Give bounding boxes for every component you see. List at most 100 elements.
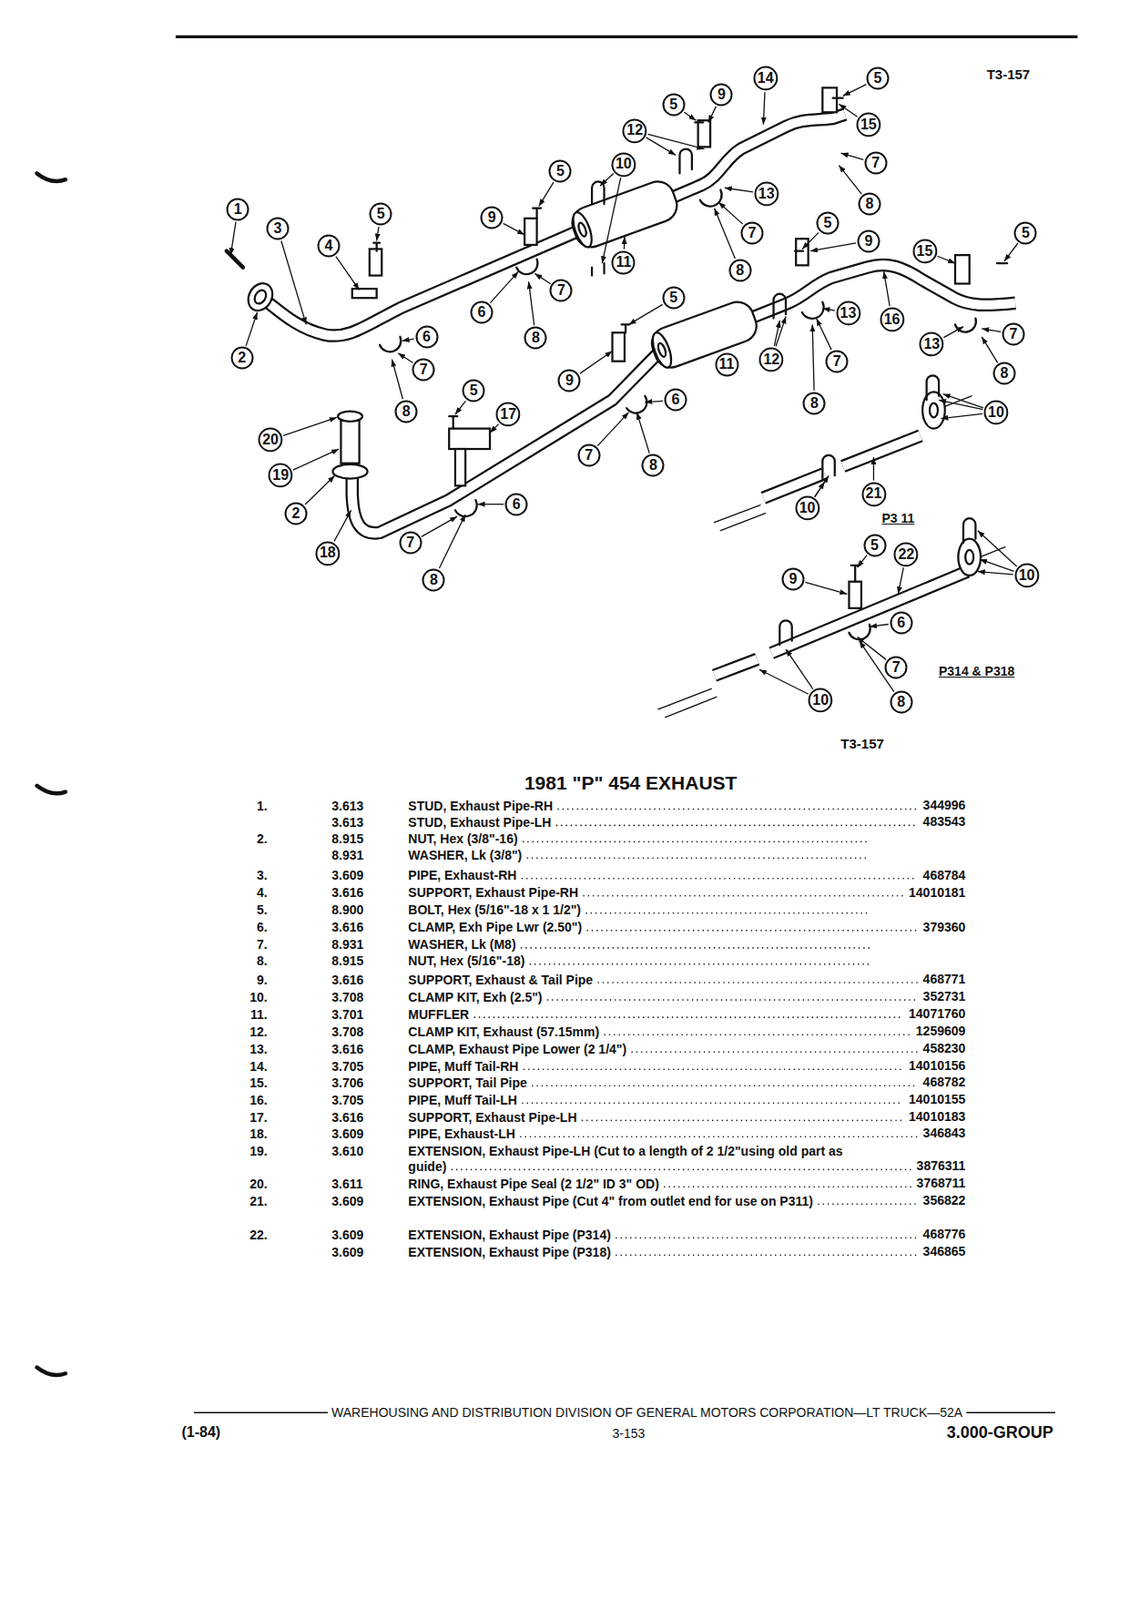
callout-circle: 2 — [230, 346, 255, 370]
callout-ring — [857, 230, 879, 252]
leader-line — [281, 240, 306, 325]
callout-ring — [826, 350, 848, 372]
callout-circle: 21 — [861, 481, 887, 508]
part-description: SUPPORT, Exhaust Pipe-RH — [407, 885, 845, 901]
callout-number: 10 — [799, 500, 816, 516]
part-number: 352731 — [923, 988, 967, 1005]
callout-number: 1 — [234, 202, 243, 217]
callout-ring — [317, 235, 339, 257]
part-description: EXTENSION, Exhaust Pipe (Cut 4" from out… — [407, 1193, 845, 1210]
callout-number: 9 — [488, 210, 497, 225]
part-description: CLAMP, Exh Pipe Lwr (2.50") — [407, 919, 845, 936]
callout-circle: 8 — [857, 192, 882, 216]
part-number: 379360 — [923, 919, 967, 936]
item-number: 16. — [249, 1092, 267, 1109]
callout-ring — [865, 152, 886, 174]
dot-leader — [818, 1202, 918, 1205]
leader-line — [391, 359, 403, 400]
leader-line — [816, 318, 832, 350]
group-code: 8.915 — [331, 831, 364, 847]
callout-circle: 13 — [835, 300, 862, 326]
leader-line — [580, 351, 613, 375]
leader-line — [636, 412, 650, 454]
part-description: NUT, Hex (5/16"-18) — [407, 953, 845, 969]
leader-line — [718, 202, 744, 224]
leader-line — [503, 223, 526, 235]
item-number: 17. — [249, 1109, 267, 1126]
callout-ring — [920, 332, 944, 356]
leader-line — [335, 256, 360, 291]
leader-line — [623, 236, 626, 250]
callout-number: 7 — [871, 155, 880, 171]
dot-leader — [520, 1135, 918, 1138]
footer-date: (1-84) — [182, 1424, 222, 1441]
leader-line — [601, 177, 621, 264]
callout-ring — [795, 497, 819, 520]
leader-line — [230, 222, 236, 256]
callout-number: 11 — [719, 356, 735, 372]
dot-leader — [521, 877, 917, 880]
callout-circle: 8 — [421, 568, 446, 592]
item-number: 18. — [249, 1126, 267, 1142]
callout-number: 2 — [292, 506, 301, 521]
group-code: 3.706 — [331, 1075, 364, 1091]
callout-ring — [782, 568, 804, 590]
callout-number: 5 — [556, 163, 565, 179]
callout-circle: 8 — [992, 361, 1017, 386]
figure-code: T3-157 — [840, 735, 885, 752]
callout-number: 9 — [788, 571, 797, 587]
callout-circle: 10 — [983, 399, 1009, 426]
leader-line — [979, 559, 1014, 571]
callout-number: 10 — [1018, 568, 1036, 583]
callout-number: 14 — [757, 71, 774, 86]
callout-number: 5 — [870, 538, 879, 553]
leader-line — [305, 475, 336, 505]
item-number: 14. — [249, 1058, 267, 1075]
callout-circle: 10 — [807, 687, 834, 713]
item-number: 21. — [249, 1193, 267, 1210]
dot-leader — [583, 895, 904, 897]
callout-number: 6 — [512, 497, 521, 512]
callout-ring — [711, 84, 733, 106]
callout-number: 8 — [865, 196, 875, 212]
model-label: P3 11 — [881, 510, 915, 526]
callout-number: 6 — [671, 392, 681, 408]
dot-leader — [586, 912, 870, 915]
callout-circle: 9 — [781, 567, 805, 591]
group-code: 3.616 — [331, 1041, 364, 1058]
callout-ring — [413, 358, 435, 380]
callout-number: 10 — [812, 692, 829, 708]
leader-line — [857, 555, 867, 569]
part-description: CLAMP, Exhaust Pipe Lower (2 1/4") — [407, 1041, 845, 1058]
callout-ring — [559, 370, 581, 392]
part-description: CLAMP KIT, Exhaust (57.15mm) — [407, 1024, 845, 1040]
leader-line — [648, 133, 705, 149]
group-code: 3.705 — [331, 1092, 364, 1109]
part-description: STUD, Exhaust Pipe-LH — [407, 814, 845, 831]
callout-ring — [890, 692, 912, 713]
callout-circle: 7 — [864, 151, 888, 175]
callout-number: 6 — [896, 615, 906, 631]
leader-line — [936, 255, 956, 264]
part-description: EXTENSION, Exhaust Pipe-LH (Cut to a len… — [407, 1143, 845, 1175]
callout-circle: 17 — [495, 401, 521, 428]
item-number: 9. — [256, 972, 268, 988]
part-description: PIPE, Muff Tail-RH — [407, 1058, 845, 1075]
callout-ring — [760, 347, 784, 371]
callout-number: 4 — [324, 238, 333, 254]
group-code: 3.000-GROUP — [946, 1423, 1054, 1443]
callout-ring — [913, 239, 937, 263]
callout-number: 6 — [478, 305, 487, 320]
callout-ring — [895, 542, 918, 566]
callout-ring — [1015, 564, 1039, 588]
callout-circle: 5 — [368, 202, 393, 226]
part-number: 344996 — [923, 797, 967, 814]
leader-line — [1004, 243, 1018, 262]
callout-number: 8 — [649, 458, 658, 473]
callout-circle: 22 — [893, 541, 919, 568]
leader-line — [802, 232, 819, 249]
callout-circle: 19 — [267, 462, 294, 489]
leader-line — [810, 243, 856, 252]
callout-number: 13 — [840, 305, 857, 321]
callout-ring — [285, 502, 307, 524]
